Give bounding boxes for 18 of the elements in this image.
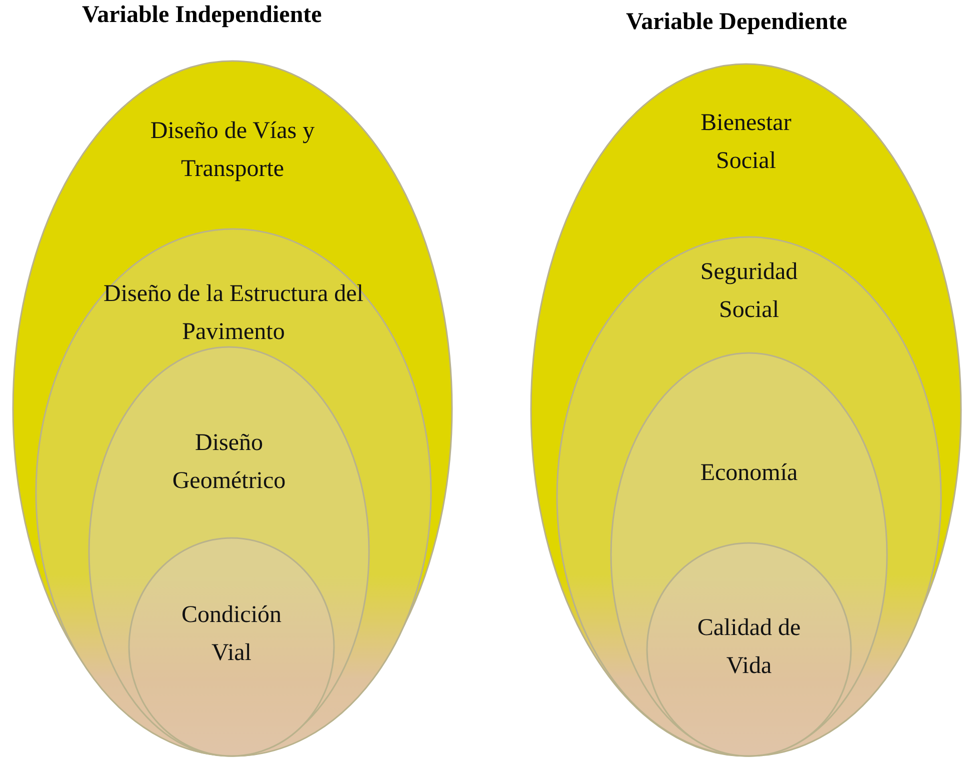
region-label: Seguridad Social — [699, 258, 799, 325]
region-label: Calidad de Vida — [696, 614, 802, 681]
ellipse-region — [128, 537, 335, 757]
ellipse-region — [35, 228, 432, 757]
column-heading: Variable Independiente — [82, 2, 322, 29]
region-label: Economía — [699, 459, 799, 488]
region-label: Diseño Geométrico — [171, 429, 287, 496]
ellipse-region — [646, 542, 852, 757]
region-label: Diseño de Vías y Transporte — [149, 117, 316, 184]
ellipse-region — [88, 346, 370, 757]
ellipse-region — [12, 60, 453, 757]
ellipse-region — [556, 236, 942, 757]
region-label: Diseño de la Estructura del Pavimento — [102, 280, 364, 347]
region-label: Condición Vial — [180, 601, 282, 668]
region-label: Bienestar Social — [700, 109, 792, 176]
ellipse-region — [610, 352, 888, 757]
ellipse-region — [530, 63, 962, 757]
column-heading: Variable Dependiente — [626, 9, 848, 36]
